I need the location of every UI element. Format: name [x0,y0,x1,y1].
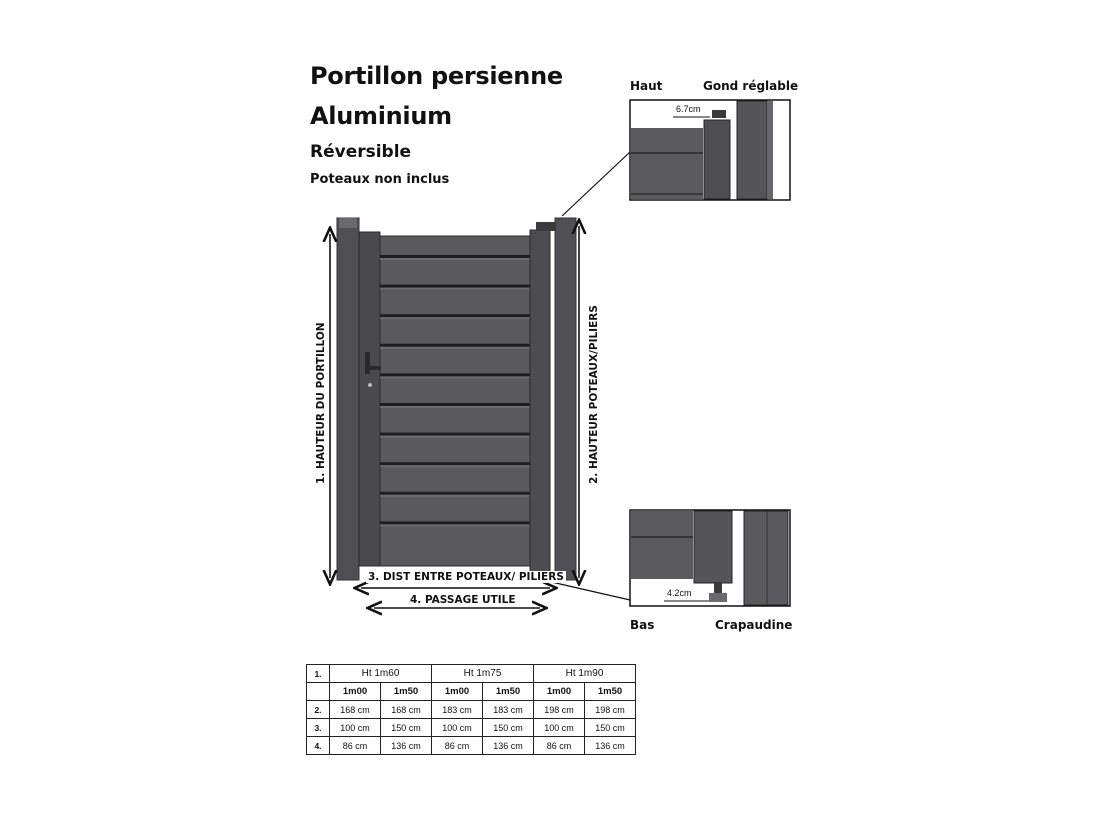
slat-gap [380,314,530,318]
table-row-label: 2. [306,700,330,719]
slat-highlight [380,435,530,438]
table-subheader: 1m00 [329,682,381,701]
table-cell: 136 cm [380,736,432,755]
detail-top-measure: 6.7cm [676,104,701,114]
table-subheader: 1m50 [584,682,636,701]
slat-highlight [380,465,530,468]
slat-gap [380,284,530,288]
specs-table: 1. Ht 1m60 Ht 1m75 Ht 1m90 1m00 1m50 1m0… [306,664,636,755]
slat-gap [380,462,530,466]
gate-slats [380,255,530,527]
slat-highlight [380,524,530,527]
handle-icon [365,352,381,387]
table-subheader: 1m00 [431,682,483,701]
table-group-header: Ht 1m60 [329,664,432,683]
table-cell: 136 cm [482,736,534,755]
table-cell: 150 cm [584,718,636,737]
table-row: 1. Ht 1m60 Ht 1m75 Ht 1m90 [306,664,636,683]
subtitle: Réversible [310,142,412,162]
table-cell: 100 cm [533,718,585,737]
slat-gap [380,373,530,377]
table-cell [306,682,330,701]
detail-top-label-right: Gond réglable [703,79,799,93]
detail-bottom-label-right: Crapaudine [715,618,793,632]
table-subheader: 1m50 [482,682,534,701]
table-cell: 198 cm [533,700,585,719]
gate-body [379,235,531,567]
table-cell: 100 cm [329,718,381,737]
gate-frame-left [358,231,381,567]
slat-highlight [380,376,530,379]
table-cell: 86 cm [533,736,585,755]
table-cell: 136 cm [584,736,636,755]
table-corner: 1. [306,664,330,683]
detail-bottom-measure: 4.2cm [667,588,692,598]
right-post [554,217,577,581]
label-hauteur-portillon: 1. HAUTEUR DU PORTILLON [315,322,327,484]
label-hauteur-poteaux: 2. HAUTEUR POTEAUX/PILIERS [588,305,600,484]
gate-frame-right [529,229,551,573]
slat-gap [380,343,530,347]
table-row-label: 4. [306,736,330,755]
title-line-2: Aluminium [310,102,452,130]
leader-bottom [546,580,631,601]
table-cell: 183 cm [482,700,534,719]
table-subheader: 1m00 [533,682,585,701]
detail-top-box [629,99,791,201]
left-post [336,217,360,581]
table-cell: 100 cm [431,718,483,737]
slat-gap [380,255,530,258]
table-cell: 168 cm [380,700,432,719]
slat-highlight [380,346,530,349]
slat-gap [380,432,530,436]
slat-gap [380,403,530,406]
title-line-1: Portillon persienne [310,62,563,90]
table-row-label: 3. [306,718,330,737]
table-cell: 86 cm [431,736,483,755]
top-hinge [536,222,556,231]
label-dist-poteaux: 3. DIST ENTRE POTEAUX/ PILIERS [366,571,566,583]
slat-highlight [380,494,530,497]
table-row: 1m00 1m50 1m00 1m50 1m00 1m50 [306,682,636,701]
slat-highlight [380,317,530,320]
slat-highlight [380,406,530,408]
table-row: 3. 100 cm 150 cm 100 cm 150 cm 100 cm 15… [306,718,636,737]
table-subheader: 1m50 [380,682,432,701]
table-cell: 168 cm [329,700,381,719]
table-cell: 183 cm [431,700,483,719]
table-row: 2. 168 cm 168 cm 183 cm 183 cm 198 cm 19… [306,700,636,719]
table-row: 4. 86 cm 136 cm 86 cm 136 cm 86 cm 136 c… [306,736,636,755]
slat-highlight [380,258,530,260]
table-cell: 150 cm [482,718,534,737]
leader-top [561,151,631,217]
label-passage-utile: 4. PASSAGE UTILE [408,594,518,606]
note: Poteaux non inclus [310,172,450,187]
table-group-header: Ht 1m75 [431,664,534,683]
table-cell: 198 cm [584,700,636,719]
slat-gap [380,491,530,495]
table-group-header: Ht 1m90 [533,664,636,683]
detail-bottom-box [629,509,791,607]
slat-gap [380,521,530,525]
detail-bottom-label-left: Bas [630,618,655,632]
table-cell: 150 cm [380,718,432,737]
table-cell: 86 cm [329,736,381,755]
slat-highlight [380,287,530,290]
detail-top-label-left: Haut [630,79,663,93]
